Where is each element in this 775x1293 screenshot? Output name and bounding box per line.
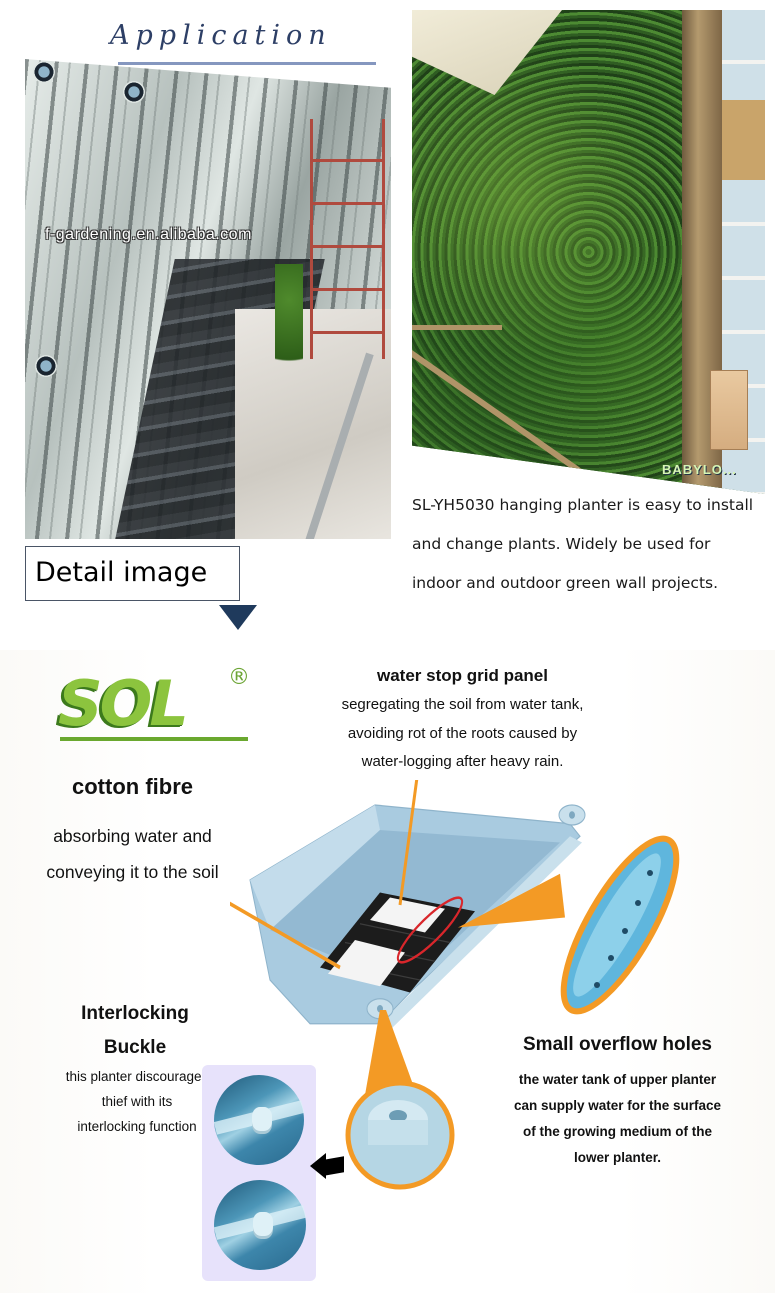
photo-brand-mark: BABYLO... [662,462,737,477]
ceiling [412,10,562,95]
logo-text: SOL [58,667,189,740]
description-line: and change plants. Widely be used for [412,535,711,553]
title-underline [118,62,376,65]
title-line: Buckle [103,1037,167,1058]
interlocking-buckle-title: Interlocking Buckle [45,997,225,1065]
beam [717,100,765,180]
description-line: indoor and outdoor green wall projects. [412,574,719,592]
registered-mark-icon: ® [228,665,250,690]
cotton-fibre-title: cotton fibre [72,774,193,799]
description-line: of the growing medium of the [523,1124,712,1139]
description-line: lower planter. [573,1150,662,1165]
buckle-locked-image [213,1180,307,1270]
green-wall-photo: BABYLO... [412,10,765,494]
potted-plant [275,264,303,384]
info-sign [710,370,748,450]
water-stop-title: water stop grid panel [377,666,548,685]
buckle-open-image [213,1075,305,1165]
planter-illustration [230,780,586,1030]
description-line: can supply water for the surface [513,1098,722,1113]
description-line: this planter discourages [65,1069,209,1084]
photo-watermark: f-gardening.en.alibaba.com [45,226,252,243]
description-line: the water tank of upper planter [518,1072,717,1087]
fan-icon [123,81,145,103]
description-line: thief with its [101,1094,173,1109]
peg [251,1107,272,1131]
handrail [412,325,502,330]
buckle-detail-card [202,1065,316,1281]
window [722,10,765,494]
sol-logo: SOL ® [58,665,253,745]
water-stop-description: segregating the soil from water tank, av… [320,691,605,777]
installation-photo [25,59,391,539]
description-line: interlocking function [77,1119,197,1134]
interlocking-buckle-description: this planter discourages thief with its … [42,1064,232,1139]
detail-image-heading: Detail image [25,546,240,601]
description-line: SL-YH5030 hanging planter is easy to ins… [412,496,754,514]
logo-underline [60,737,248,741]
overflow-holes-zoom [560,835,680,1015]
description-line: water-logging after heavy rain. [361,753,564,770]
handrail [412,350,585,476]
buckle-zoom [345,1010,455,1190]
cotton-fibre-description: absorbing water and conveying it to the … [20,818,245,890]
left-arrow-icon [310,1153,326,1179]
description-line: avoiding rot of the roots caused by [347,724,578,742]
fan-icon [35,355,57,377]
overflow-holes-description: the water tank of upper planter can supp… [485,1067,750,1171]
description-line: absorbing water and [53,826,212,846]
product-description: SL-YH5030 hanging planter is easy to ins… [412,486,772,603]
fan-icon [33,61,55,83]
title-line: Interlocking [81,1003,189,1024]
description-line: conveying it to the soil [46,862,219,882]
peg [252,1212,273,1236]
overflow-holes-title: Small overflow holes [523,1034,712,1055]
down-triangle-icon [219,605,257,630]
description-line: segregating the soil from water tank, [341,696,584,713]
scaffold [310,119,385,359]
application-title: Application [110,20,332,51]
